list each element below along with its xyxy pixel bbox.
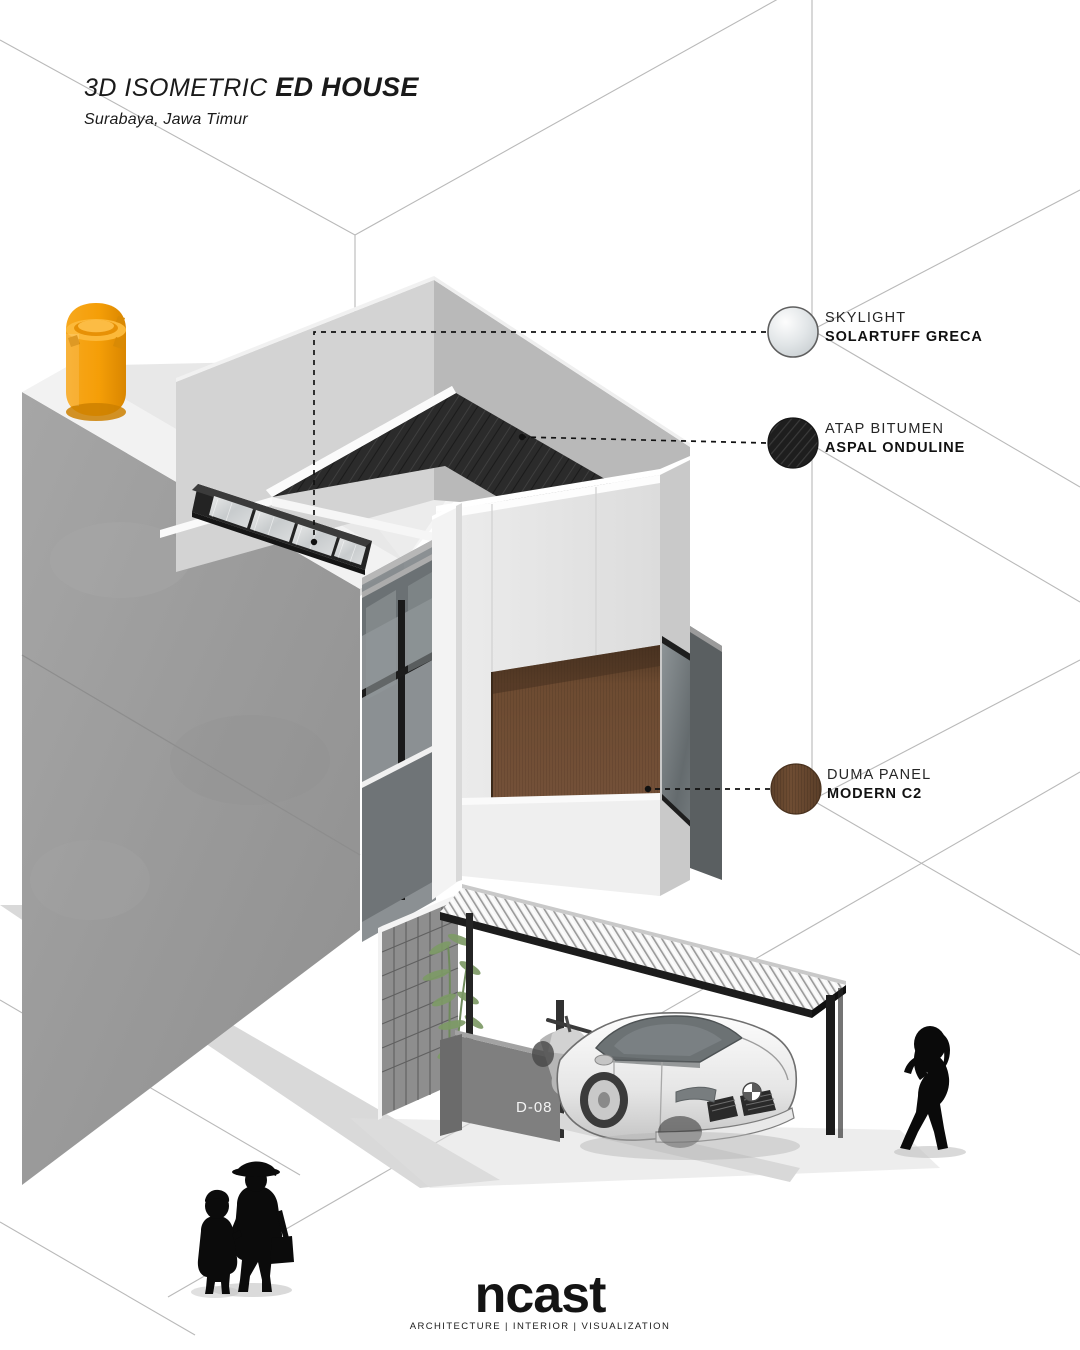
leader-skylight-endpoint <box>310 538 318 546</box>
legend-skylight-type: SKYLIGHT <box>825 310 907 326</box>
white-base-band <box>462 793 660 896</box>
house-number-label: D-08 <box>516 1099 553 1116</box>
logo-wordmark: ncast <box>474 1265 607 1324</box>
legend-bitumen-product: ASPAL ONDULINE <box>825 440 966 456</box>
legend-item-duma[interactable]: DUMA PANEL MODERN C2 <box>827 767 931 802</box>
legend-item-bitumen[interactable]: ATAP BITUMEN ASPAL ONDULINE <box>825 421 965 456</box>
woman-with-child-silhouette <box>191 1161 294 1298</box>
leader-bitumen <box>521 436 767 444</box>
title-block: 3D ISOMETRIC ED HOUSE Surabaya, Jawa Tim… <box>84 72 419 129</box>
project-location: Surabaya, Jawa Timur <box>84 111 248 128</box>
recessed-glass-balcony <box>362 538 436 942</box>
leader-bitumen-endpoint <box>518 433 526 441</box>
skylight-strip <box>192 484 372 575</box>
legend-skylight-product: SOLARTUFF GRECA <box>825 329 983 345</box>
car <box>556 1012 800 1160</box>
glass-window-right <box>662 626 722 880</box>
swatch-duma-grain <box>771 764 821 814</box>
legend-bitumen-type: ATAP BITUMEN <box>825 421 945 437</box>
walking-woman-silhouette <box>894 1026 966 1158</box>
carport-canopy <box>440 884 846 1138</box>
logo-tagline: ARCHITECTURE | INTERIOR | VISUALIZATION <box>409 1321 671 1332</box>
skylight-panels <box>209 496 366 565</box>
legend-duma-product: MODERN C2 <box>827 786 923 802</box>
facade-vertical-fin <box>432 502 462 900</box>
legend-item-skylight[interactable]: SKYLIGHT SOLARTUFF GRECA <box>825 310 983 345</box>
bamboo-plant <box>422 933 484 1061</box>
studio-logo: ncast ARCHITECTURE | INTERIOR | VISUALIZ… <box>0 1265 1080 1332</box>
leader-duma-endpoint <box>644 785 652 793</box>
water-tank <box>66 303 126 421</box>
wood-panel-facade <box>491 645 660 822</box>
legend-duma-type: DUMA PANEL <box>827 767 932 783</box>
swatch-skylight <box>767 306 819 358</box>
page-title: 3D ISOMETRIC ED HOUSE <box>84 72 419 103</box>
leader-skylight <box>313 331 766 542</box>
swatch-bitumen <box>767 417 819 469</box>
title-prefix: 3D ISOMETRIC <box>84 74 268 102</box>
title-project: ED HOUSE <box>275 72 419 102</box>
